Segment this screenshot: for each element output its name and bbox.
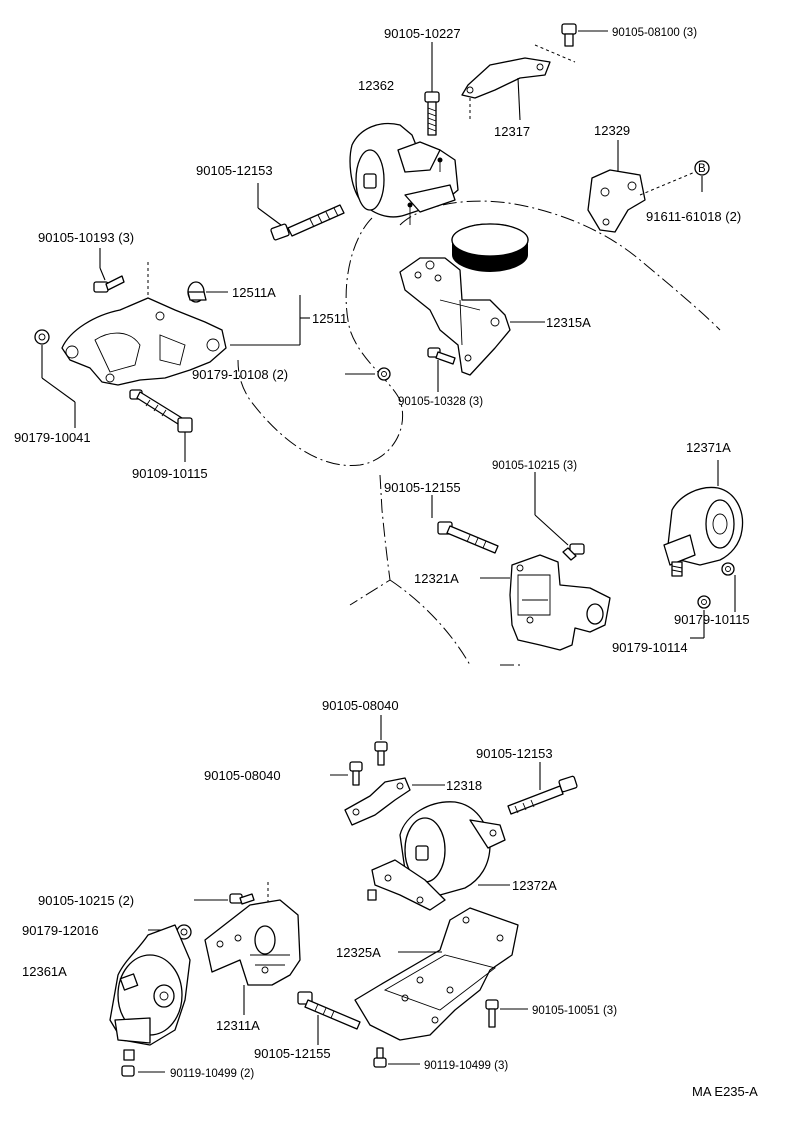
bracket-12311a bbox=[204, 899, 301, 1015]
label-90105-10215-3: 90105-10215 (3) bbox=[492, 460, 577, 472]
ref-b-text: B bbox=[698, 163, 706, 175]
label-90105-08040-b: 90105-08040 bbox=[204, 768, 281, 783]
bolt-90105-10328 bbox=[427, 347, 456, 392]
bracket-12317 bbox=[461, 44, 576, 121]
label-12371A: 12371A bbox=[686, 440, 731, 455]
label-12317: 12317 bbox=[494, 124, 530, 139]
bracket-12329 bbox=[587, 140, 696, 233]
reference-b-circle: B bbox=[694, 160, 710, 192]
label-12321A: 12321A bbox=[414, 571, 459, 586]
label-90105-08100: 90105-08100 (3) bbox=[612, 27, 697, 39]
bolt-90105-10215-2 bbox=[194, 882, 269, 908]
bolt-90105-10193 bbox=[93, 248, 149, 300]
label-90105-12153-top: 90105-12153 bbox=[196, 163, 273, 178]
bolt-90105-12155-mid bbox=[431, 495, 499, 554]
bolt-90105-10215-3 bbox=[534, 472, 585, 561]
label-12372A: 12372A bbox=[512, 878, 557, 893]
bolt-90105-12153-top bbox=[257, 183, 345, 241]
label-90105-12155-mid: 90105-12155 bbox=[384, 480, 461, 495]
diagram-code: MA E235-A bbox=[692, 1084, 758, 1099]
bolt-90105-08040-a bbox=[374, 715, 388, 766]
label-12325A: 12325A bbox=[336, 945, 381, 960]
engine-mount-12372a bbox=[367, 801, 510, 911]
label-90179-10114: 90179-10114 bbox=[612, 640, 688, 655]
engine-mount-12361a bbox=[109, 924, 191, 1077]
label-90179-12016: 90179-12016 bbox=[22, 923, 99, 938]
engine-outline bbox=[237, 200, 721, 666]
label-90105-10051: 90105-10051 (3) bbox=[532, 1005, 617, 1017]
label-12361A: 12361A bbox=[22, 964, 67, 979]
bolt-90119-10499-3 bbox=[373, 1047, 420, 1068]
label-12362: 12362 bbox=[358, 78, 394, 93]
engine-mount-12371a bbox=[663, 460, 744, 639]
bolt-90105-08040-b bbox=[330, 761, 363, 786]
label-90105-12153-low: 90105-12153 bbox=[476, 746, 553, 761]
label-90179-10108: 90179-10108 (2) bbox=[192, 367, 288, 382]
part-labels: 90105-10227 90105-08100 (3) 12362 12317 … bbox=[14, 26, 758, 1099]
transmission-cylinder bbox=[451, 223, 529, 272]
label-90105-10227: 90105-10227 bbox=[384, 26, 461, 41]
label-90179-10115: 90179-10115 bbox=[674, 612, 750, 627]
label-12318: 12318 bbox=[446, 778, 482, 793]
label-90119-10499-2: 90119-10499 (2) bbox=[170, 1068, 254, 1080]
label-12511: 12511 bbox=[312, 311, 347, 326]
label-90109-10115: 90109-10115 bbox=[132, 466, 208, 481]
bushing-12511a bbox=[187, 281, 228, 303]
label-90119-10499-3: 90119-10499 (3) bbox=[424, 1060, 508, 1072]
label-12511A: 12511A bbox=[232, 285, 276, 300]
bolt-90105-12153-low bbox=[507, 762, 578, 815]
bracket-12325a bbox=[354, 907, 519, 1041]
label-91611-61018: 91611-61018 (2) bbox=[646, 209, 741, 224]
nut-90179-10041 bbox=[34, 329, 76, 428]
engine-mount-12362 bbox=[349, 122, 459, 225]
label-12315A: 12315A bbox=[546, 315, 591, 330]
label-90105-10193: 90105-10193 (3) bbox=[38, 230, 134, 245]
label-90105-08040-a: 90105-08040 bbox=[322, 698, 399, 713]
bracket-12511 bbox=[61, 297, 227, 386]
label-90105-10328: 90105-10328 (3) bbox=[398, 396, 483, 408]
nut-90179-10108 bbox=[345, 367, 391, 381]
label-12311A: 12311A bbox=[216, 1018, 260, 1033]
bolt-90109-10115 bbox=[129, 389, 193, 462]
label-90105-12155-low: 90105-12155 bbox=[254, 1046, 331, 1061]
bracket-12321a bbox=[480, 554, 611, 651]
bolt-90105-10227 bbox=[424, 42, 440, 136]
bracket-12318 bbox=[344, 777, 445, 826]
label-90179-10041: 90179-10041 bbox=[14, 430, 91, 445]
bolt-90105-12155-low bbox=[297, 991, 361, 1045]
bolt-90105-08100 bbox=[561, 23, 608, 47]
label-90105-10215-2: 90105-10215 (2) bbox=[38, 893, 134, 908]
bolt-90105-10051 bbox=[485, 999, 528, 1028]
label-12329: 12329 bbox=[594, 123, 630, 138]
bracket-12315a bbox=[399, 257, 545, 376]
